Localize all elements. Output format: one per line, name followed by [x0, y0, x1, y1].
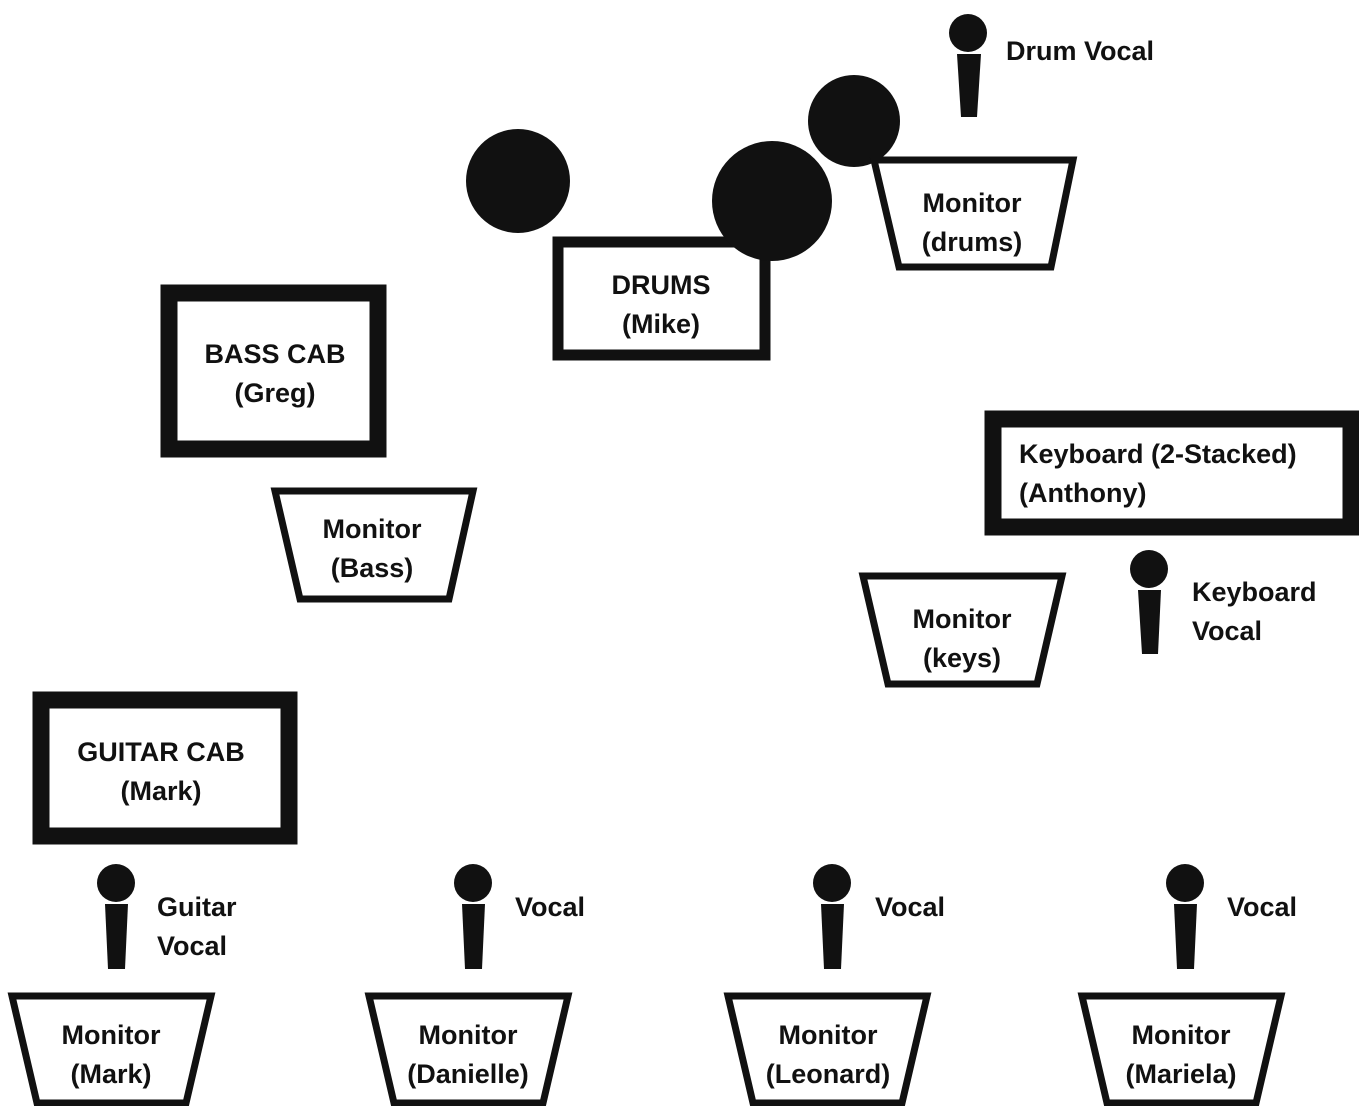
- monitor-keys: Monitor (keys): [858, 572, 1067, 688]
- monitor-mariela: Monitor (Mariela): [1077, 992, 1286, 1106]
- guitar-cab-line1: GUITAR CAB: [77, 737, 244, 767]
- mic-guitar-vocal: Guitar Vocal: [97, 864, 237, 969]
- monitor-leonard-wedge: [723, 992, 932, 1106]
- monitor-danielle-line2: (Danielle): [407, 1059, 529, 1089]
- mic-drum-label: Drum Vocal: [1006, 36, 1154, 66]
- mic-guitar-label-line1: Guitar: [157, 892, 237, 922]
- monitor-leonard-line1: Monitor: [779, 1020, 878, 1050]
- mic-danielle-vocal: Vocal: [454, 864, 585, 969]
- monitor-mariela-wedge: [1077, 992, 1286, 1106]
- monitor-keys-line1: Monitor: [913, 604, 1012, 634]
- mic-drum-vocal: Drum Vocal: [949, 14, 1154, 117]
- mic-guitar-icon-head: [97, 864, 135, 902]
- drums-label-line2: (Mike): [622, 309, 700, 339]
- monitor-drums-wedge: [869, 156, 1078, 271]
- monitor-mark-wedge: [7, 992, 216, 1106]
- mic-keyboard-label-line2: Vocal: [1192, 616, 1262, 646]
- mic-drum-icon-head: [949, 14, 987, 52]
- cymbal-left: [466, 129, 570, 233]
- monitor-keys-wedge: [858, 572, 1067, 688]
- mic-mariela-vocal: Vocal: [1166, 864, 1297, 969]
- mic-mariela-icon-body: [1174, 904, 1197, 969]
- drums-kit: DRUMS (Mike): [552, 236, 771, 361]
- mic-keyboard-icon-head: [1130, 550, 1168, 588]
- bass-cab-line1: BASS CAB: [204, 339, 345, 369]
- guitar-cab-line2: (Mark): [120, 776, 201, 806]
- mic-leonard-icon-head: [813, 864, 851, 902]
- monitor-mark-line1: Monitor: [62, 1020, 161, 1050]
- mic-leonard-vocal: Vocal: [813, 864, 945, 969]
- monitor-drums-line2: (drums): [922, 227, 1023, 257]
- monitor-leonard-line2: (Leonard): [766, 1059, 891, 1089]
- mic-drum-icon-body: [957, 54, 981, 117]
- monitor-bass-line1: Monitor: [323, 514, 422, 544]
- drums-label-line1: DRUMS: [612, 270, 711, 300]
- bass-cab-box: [160, 284, 387, 458]
- keyboard-amp-line1: Keyboard (2-Stacked): [1019, 439, 1297, 469]
- monitor-bass-line2: (Bass): [331, 553, 414, 583]
- keyboard-amp-line2: (Anthony): [1019, 478, 1146, 508]
- keyboard-amp-box: [984, 410, 1359, 536]
- monitor-bass-wedge: [270, 487, 478, 603]
- bass-cab-line2: (Greg): [235, 378, 316, 408]
- monitor-danielle-line1: Monitor: [419, 1020, 518, 1050]
- cymbal-right: [808, 75, 900, 167]
- mic-danielle-label: Vocal: [515, 892, 585, 922]
- monitor-drums: Monitor (drums): [869, 156, 1078, 271]
- keyboard-amp: Keyboard (2-Stacked) (Anthony): [984, 410, 1359, 536]
- monitor-drums-line1: Monitor: [923, 188, 1022, 218]
- mic-mariela-label: Vocal: [1227, 892, 1297, 922]
- monitor-danielle-wedge: [364, 992, 573, 1106]
- mic-keyboard-icon-body: [1138, 590, 1161, 654]
- drums-box: [552, 236, 771, 361]
- monitor-mark: Monitor (Mark): [7, 992, 216, 1106]
- monitor-bass: Monitor (Bass): [270, 487, 478, 603]
- mic-keyboard-label-line1: Keyboard: [1192, 577, 1317, 607]
- mic-keyboard-vocal: Keyboard Vocal: [1130, 550, 1317, 654]
- monitor-leonard: Monitor (Leonard): [723, 992, 932, 1106]
- cymbal-center: [712, 141, 832, 261]
- mic-leonard-icon-body: [821, 904, 844, 969]
- mic-leonard-label: Vocal: [875, 892, 945, 922]
- guitar-cab: GUITAR CAB (Mark): [32, 691, 298, 845]
- monitor-mariela-line1: Monitor: [1132, 1020, 1231, 1050]
- mic-danielle-icon-head: [454, 864, 492, 902]
- mic-danielle-icon-body: [462, 904, 485, 969]
- mic-guitar-label-line2: Vocal: [157, 931, 227, 961]
- guitar-cab-box: [32, 691, 298, 845]
- monitor-danielle: Monitor (Danielle): [364, 992, 573, 1106]
- monitor-keys-line2: (keys): [923, 643, 1001, 673]
- bass-cab: BASS CAB (Greg): [160, 284, 387, 458]
- mic-guitar-icon-body: [105, 904, 128, 969]
- mic-mariela-icon-head: [1166, 864, 1204, 902]
- monitor-mariela-line2: (Mariela): [1125, 1059, 1236, 1089]
- monitor-mark-line2: (Mark): [70, 1059, 151, 1089]
